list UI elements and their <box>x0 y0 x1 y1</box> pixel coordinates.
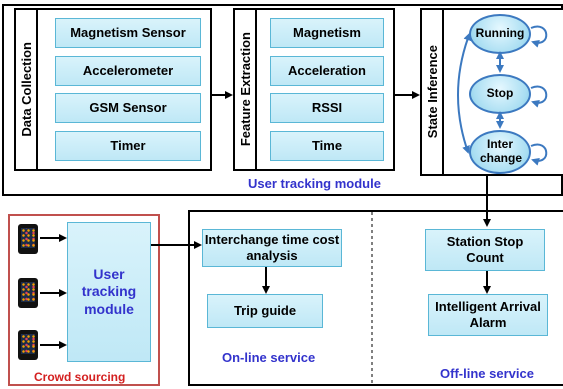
online-service-caption: On-line service <box>222 350 316 365</box>
acceleration-box: Acceleration <box>270 56 384 86</box>
station-stop-count-box: Station Stop Count <box>425 229 545 271</box>
smartphone-icon-1 <box>18 224 38 254</box>
offline-service-caption: Off-line service <box>440 366 534 381</box>
rssi-box: RSSI <box>270 93 384 123</box>
timer-label: Timer <box>110 137 146 153</box>
trip-guide-box: Trip guide <box>207 294 323 328</box>
selfloop-stop <box>530 85 548 108</box>
magnetism-sensor-label: Magnetism Sensor <box>70 24 186 40</box>
time-label: Time <box>311 137 343 153</box>
data-collection-tab: Data Collection <box>14 8 38 171</box>
arrival-alarm-label: Intelligent Arrival Alarm <box>435 298 541 330</box>
gsm-sensor-box: GSM Sensor <box>55 93 201 123</box>
running-label: Running <box>475 26 525 41</box>
accelerometer-label: Accelerometer <box>82 62 174 78</box>
gsm-sensor-label: GSM Sensor <box>89 99 167 115</box>
crowd-user-tracking-module-box: User tracking module <box>67 222 151 362</box>
interchange-cost-box: Interchange time cost analysis <box>202 229 342 267</box>
crowd-user-tracking-module-label: User tracking module <box>81 265 137 317</box>
arrival-alarm-box: Intelligent Arrival Alarm <box>428 294 548 336</box>
state-running: Running <box>469 14 531 54</box>
acceleration-label: Acceleration <box>287 62 367 78</box>
rssi-label: RSSI <box>311 99 343 115</box>
selfloop-interchange <box>530 143 548 166</box>
state-interchange: Inter change <box>469 130 531 174</box>
timer-box: Timer <box>55 131 201 161</box>
smartphone-icon-2 <box>18 278 38 308</box>
selfloop-running <box>530 25 548 48</box>
interchange-cost-label: Interchange time cost analysis <box>204 231 340 263</box>
magnetism-sensor-box: Magnetism Sensor <box>55 18 201 48</box>
user-tracking-caption: User tracking module <box>248 176 381 191</box>
stop-label: Stop <box>486 86 514 101</box>
accelerometer-box: Accelerometer <box>55 56 201 86</box>
smartphone-icon-3 <box>18 330 38 360</box>
interchange-label: Inter change <box>480 137 523 165</box>
station-stop-count-label: Station Stop Count <box>446 233 524 265</box>
state-inference-tab: State Inference <box>420 8 444 176</box>
feature-extraction-tab: Feature Extraction <box>233 8 257 171</box>
transition-running-interchange <box>457 32 472 154</box>
crowd-sourcing-caption: Crowd sourcing <box>34 370 126 384</box>
magnetism-label: Magnetism <box>293 24 361 40</box>
magnetism-box: Magnetism <box>270 18 384 48</box>
time-box: Time <box>270 131 384 161</box>
trip-guide-label: Trip guide <box>233 302 297 318</box>
